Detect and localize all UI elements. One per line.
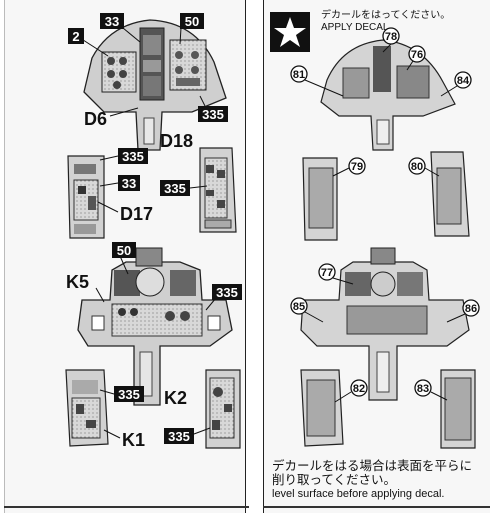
apply-decal-text: デカールをはってください。 APPLY DECAL <box>321 10 450 34</box>
left-bottom-rule <box>4 506 249 508</box>
tag-box <box>198 106 228 122</box>
top-cockpit-part <box>79 19 227 151</box>
part-label: K1 <box>122 430 145 450</box>
decal-number: 79 <box>351 161 363 173</box>
decal-number: 82 <box>353 383 365 395</box>
decal-number: 85 <box>293 301 305 313</box>
tag-text: 335 <box>164 181 186 196</box>
tag-text: 335 <box>118 387 140 402</box>
tag-box <box>112 242 136 258</box>
side-panel-left <box>67 155 105 239</box>
decal-top-cockpit <box>320 39 456 151</box>
decal-bottom-left <box>300 369 344 447</box>
tag-text: 335 <box>122 149 144 164</box>
decal-bottom-right <box>440 369 476 449</box>
part-label: D6 <box>84 109 107 129</box>
part-label: K5 <box>66 272 89 292</box>
tag-text: 50 <box>185 14 199 29</box>
notice-jp-line1: デカールをはる場合は表面を平らに <box>272 459 473 473</box>
bottom-panel-left <box>65 369 109 447</box>
main-panel-part <box>77 247 233 406</box>
tag-text: 2 <box>72 29 79 44</box>
decal-number-circle <box>408 157 426 175</box>
apply-decal-jp: デカールをはってください。 <box>321 10 451 21</box>
decal-number-circle <box>350 379 368 397</box>
decal-number: 80 <box>411 161 423 173</box>
decal-number-circle <box>290 297 308 315</box>
tag-box <box>118 148 148 164</box>
side-panel-right <box>199 147 237 233</box>
decal-number-circle <box>454 71 472 89</box>
part-label: D18 <box>160 131 193 151</box>
decal-number-circle <box>290 65 308 83</box>
apply-decal-en: APPLY DECAL <box>321 22 389 33</box>
decal-side-right <box>430 151 470 237</box>
surface-notice: デカールをはる場合は表面を平らに 削り取ってください。 level surfac… <box>272 459 487 501</box>
tag-box <box>118 175 140 191</box>
tag-box <box>68 28 84 44</box>
decal-side-left <box>302 157 338 241</box>
decal-number: 77 <box>321 267 333 279</box>
tag-box <box>180 13 204 29</box>
tag-text: 33 <box>122 176 136 191</box>
right-bottom-rule <box>263 506 490 508</box>
tag-text: 50 <box>117 243 131 258</box>
tag-box <box>212 284 242 300</box>
tag-text: 33 <box>105 14 119 29</box>
decal-number: 81 <box>293 69 305 81</box>
tag-box <box>164 428 194 444</box>
decal-number: 76 <box>411 49 423 61</box>
decal-number-circle <box>318 263 336 281</box>
decal-number: 78 <box>385 31 397 43</box>
star-icon-box <box>270 12 310 52</box>
notice-jp-line2: 削り取ってください。 <box>272 473 397 487</box>
notice-en: level surface before applying decal. <box>272 488 445 500</box>
decal-number: 84 <box>457 75 470 87</box>
decal-number-circle <box>382 27 400 45</box>
tag-text: 335 <box>168 429 190 444</box>
decal-number-circle <box>462 299 480 317</box>
part-label: D17 <box>120 204 153 224</box>
decal-number-circle <box>348 157 366 175</box>
star-icon <box>274 17 306 47</box>
left-diagram: 2 33 50 335 D6 335 33 D17 D18 335 <box>65 13 242 450</box>
decal-number: 86 <box>465 303 477 315</box>
decal-number: 83 <box>417 383 429 395</box>
tag-text: 335 <box>216 285 238 300</box>
tag-box <box>114 386 144 402</box>
tag-text: 335 <box>202 107 224 122</box>
decal-number-circle <box>408 45 426 63</box>
bottom-panel-right <box>205 369 241 449</box>
tag-box <box>160 180 190 196</box>
decal-number-circle <box>414 379 432 397</box>
part-label: K2 <box>164 388 187 408</box>
decal-main-panel <box>300 247 470 401</box>
right-diagram: 78 76 81 84 79 80 77 85 86 <box>290 27 480 449</box>
tag-box <box>100 13 124 29</box>
